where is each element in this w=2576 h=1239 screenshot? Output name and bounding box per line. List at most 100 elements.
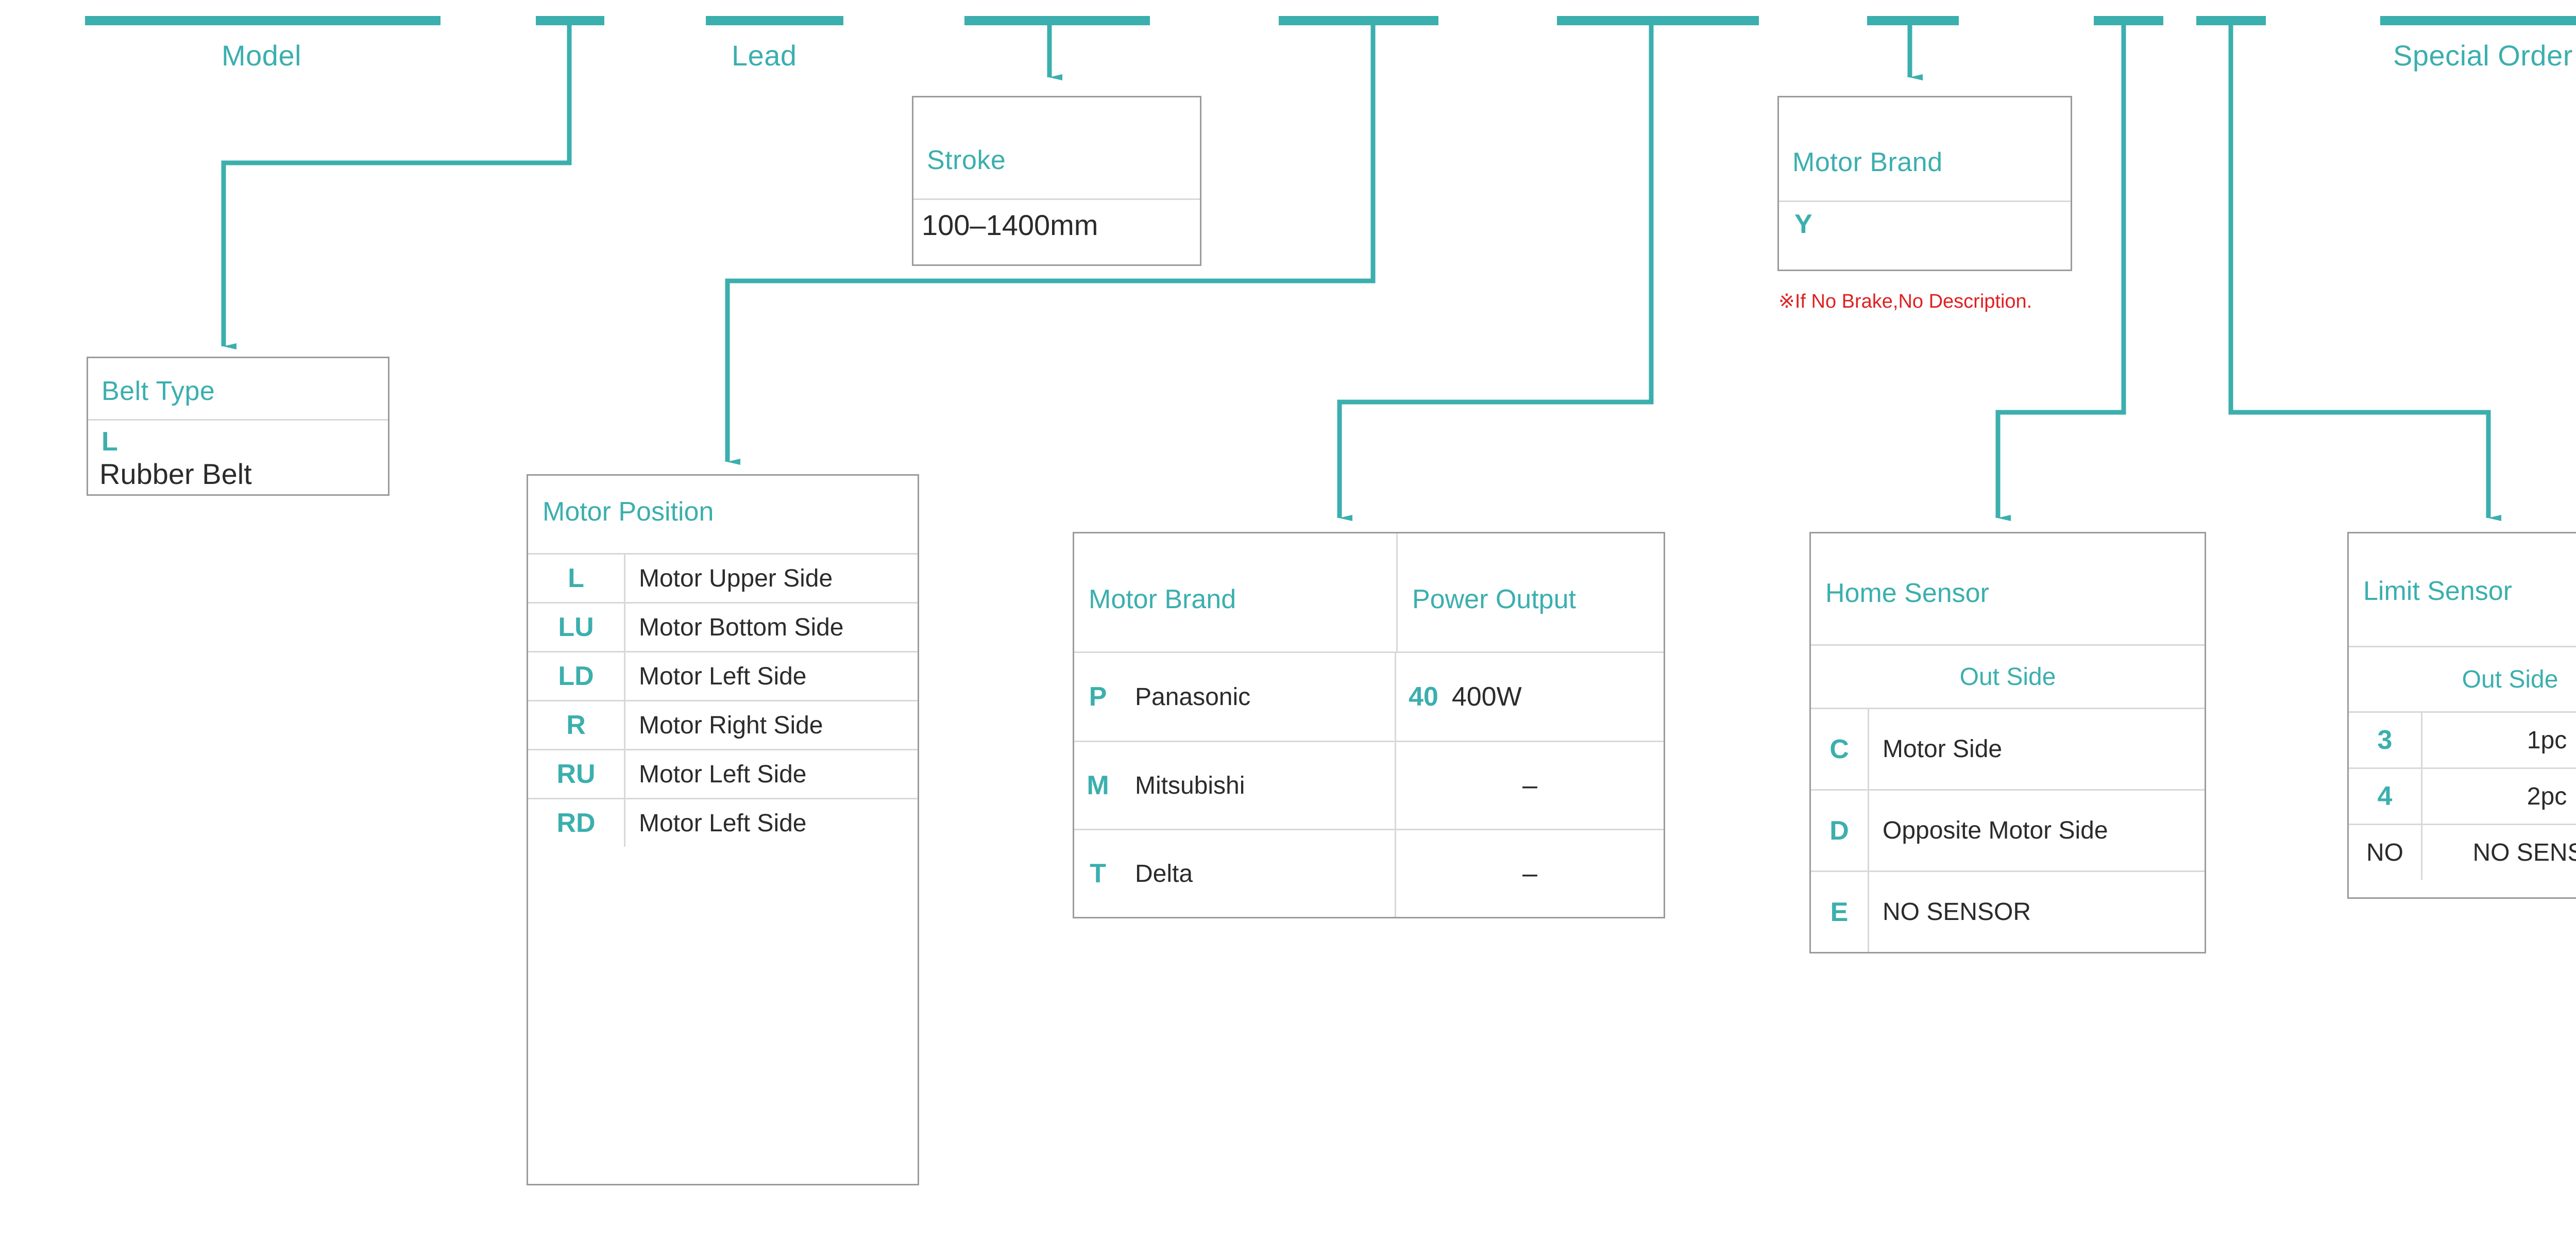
motor-position-desc-3: Motor Right Side: [639, 711, 823, 739]
motor-brand-power-cell-0: 40 400W: [1396, 653, 1664, 741]
motor-position-row-rule-0: [528, 602, 918, 604]
motor-position-desc-2: Motor Left Side: [639, 662, 807, 690]
table-row[interactable]: T Delta –: [1074, 830, 1664, 917]
table-row[interactable]: P Panasonic 40 400W: [1074, 653, 1664, 741]
motor-position-code-0: L: [568, 563, 584, 593]
motor-position-title: Motor Position: [543, 497, 714, 527]
limit-sensor-table[interactable]: Limit Sensor Out Side 3 1pc 4 2pc NO NO …: [2347, 532, 2576, 899]
motor-position-code-4: RU: [556, 759, 596, 789]
motor-position-col-rule-5: [624, 799, 625, 847]
table-row[interactable]: C Motor Side: [1811, 709, 2205, 789]
wire-limit-sensor: [2228, 21, 2501, 521]
motor-brand-header-col-rule: [1396, 533, 1398, 651]
home-sensor-code-0: C: [1829, 734, 1849, 764]
home-sensor-title-rule: [1811, 644, 2205, 646]
home-sensor-code-1: D: [1829, 815, 1849, 846]
home-sensor-code-2: E: [1830, 897, 1849, 927]
table-row[interactable]: M Mitsubishi –: [1074, 742, 1664, 829]
motor-brand-col-rule-2: [1395, 830, 1396, 917]
motor-brand-power-code-0: 40: [1409, 682, 1438, 712]
limit-sensor-col-rule-1: [2421, 769, 2422, 824]
motor-position-col-rule-3: [624, 701, 625, 749]
wire-motor-brand-table: [1337, 21, 1654, 521]
limit-sensor-row-rule-0: [2349, 767, 2576, 769]
motor-position-desc-1: Motor Bottom Side: [639, 613, 844, 641]
motor-position-row-rule-1: [528, 651, 918, 652]
table-row[interactable]: L Motor Upper Side: [528, 555, 918, 602]
limit-sensor-col-rule-0: [2421, 713, 2422, 767]
limit-sensor-subheader-rule: [2349, 711, 2576, 713]
category-label-model: Model: [222, 39, 302, 72]
home-sensor-subheader-rule: [1811, 708, 2205, 709]
motor-brand-header-power: Power Output: [1412, 584, 1576, 614]
belt-type-divider: [88, 419, 388, 421]
limit-sensor-col-rule-2: [2421, 825, 2422, 880]
table-row[interactable]: E NO SENSOR: [1811, 872, 2205, 952]
limit-sensor-code-1: 4: [2377, 781, 2393, 811]
table-row[interactable]: 4 2pc: [2349, 769, 2576, 824]
home-sensor-col-rule-0: [1868, 709, 1869, 789]
motor-brand-option-header: Motor Brand: [1779, 97, 2071, 200]
motor-brand-power-value-2: –: [1522, 859, 1537, 889]
motor-brand-col-rule-1: [1395, 742, 1396, 829]
home-sensor-desc-0: Motor Side: [1883, 735, 2003, 763]
table-row[interactable]: NO NO SENSOR: [2349, 825, 2576, 880]
limit-sensor-row-rule-1: [2349, 824, 2576, 825]
motor-brand-header-row: Motor Brand Power Output: [1074, 533, 1664, 651]
table-row[interactable]: 3 1pc: [2349, 713, 2576, 767]
motor-brand-option-body: Y: [1779, 202, 2071, 239]
motor-position-row-rule-4: [528, 798, 918, 799]
motor-position-col-rule-0: [624, 555, 625, 602]
motor-brand-option-note: ※If No Brake,No Description.: [1778, 291, 2032, 312]
motor-brand-power-value-0: 400W: [1451, 682, 1522, 712]
motor-brand-name-2: Delta: [1135, 860, 1193, 888]
table-row[interactable]: RD Motor Left Side: [528, 799, 918, 847]
motor-position-col-rule-2: [624, 652, 625, 700]
home-sensor-row-rule-1: [1811, 870, 2205, 872]
motor-brand-code-2: T: [1090, 859, 1106, 889]
belt-type-body: L Rubber Belt: [88, 421, 388, 491]
home-sensor-row-rule-0: [1811, 789, 2205, 791]
table-row[interactable]: LD Motor Left Side: [528, 652, 918, 700]
category-label-special-order-no: Special Order No.: [2393, 39, 2576, 72]
belt-type-box[interactable]: Belt Type L Rubber Belt: [87, 357, 389, 496]
belt-type-description: Rubber Belt: [99, 457, 252, 490]
motor-position-row-rule-2: [528, 700, 918, 701]
table-row[interactable]: R Motor Right Side: [528, 701, 918, 749]
limit-sensor-subheader: Out Side: [2462, 665, 2558, 693]
motor-position-col-rule-1: [624, 604, 625, 651]
home-sensor-table[interactable]: Home Sensor Out Side C Motor Side D Oppo…: [1809, 532, 2206, 953]
limit-sensor-desc-0: 1pc: [2527, 726, 2567, 754]
stroke-value: 100–1400mm: [922, 209, 1098, 241]
table-row[interactable]: D Opposite Motor Side: [1811, 791, 2205, 870]
stroke-box[interactable]: Stroke 100–1400mm: [912, 96, 1201, 266]
motor-brand-option-divider: [1779, 200, 2071, 202]
motor-brand-header-rule: [1074, 651, 1664, 653]
stroke-header: Stroke: [913, 97, 1200, 198]
limit-sensor-header-row: Limit Sensor: [2349, 533, 2576, 646]
limit-sensor-desc-1: 2pc: [2527, 782, 2567, 810]
limit-sensor-code-0: 3: [2377, 725, 2393, 755]
home-sensor-col-rule-2: [1868, 872, 1869, 952]
motor-brand-col-rule-0: [1395, 653, 1396, 741]
limit-sensor-desc-2: NO SENSOR: [2472, 839, 2576, 866]
category-label-lead: Lead: [732, 39, 797, 72]
motor-position-desc-5: Motor Left Side: [639, 809, 807, 837]
limit-sensor-title: Limit Sensor: [2363, 576, 2512, 606]
home-sensor-desc-1: Opposite Motor Side: [1883, 817, 2108, 844]
motor-brand-name-1: Mitsubishi: [1135, 772, 1245, 799]
motor-position-code-5: RD: [556, 808, 596, 838]
belt-type-header: Belt Type: [88, 358, 388, 419]
motor-position-col-rule-4: [624, 750, 625, 798]
motor-brand-option-title: Motor Brand: [1792, 147, 1943, 177]
motor-position-header-row: Motor Position: [528, 476, 918, 553]
table-row[interactable]: LU Motor Bottom Side: [528, 604, 918, 651]
motor-brand-option-box[interactable]: Motor Brand Y: [1777, 96, 2072, 271]
motor-brand-table[interactable]: Motor Brand Power Output P Panasonic 40 …: [1073, 532, 1665, 918]
motor-position-desc-0: Motor Upper Side: [639, 564, 833, 592]
limit-sensor-code-2: NO: [2366, 839, 2403, 866]
table-row[interactable]: RU Motor Left Side: [528, 750, 918, 798]
home-sensor-subheader: Out Side: [1959, 663, 2056, 691]
motor-position-table[interactable]: Motor Position L Motor Upper Side LU Mot…: [527, 474, 919, 1185]
